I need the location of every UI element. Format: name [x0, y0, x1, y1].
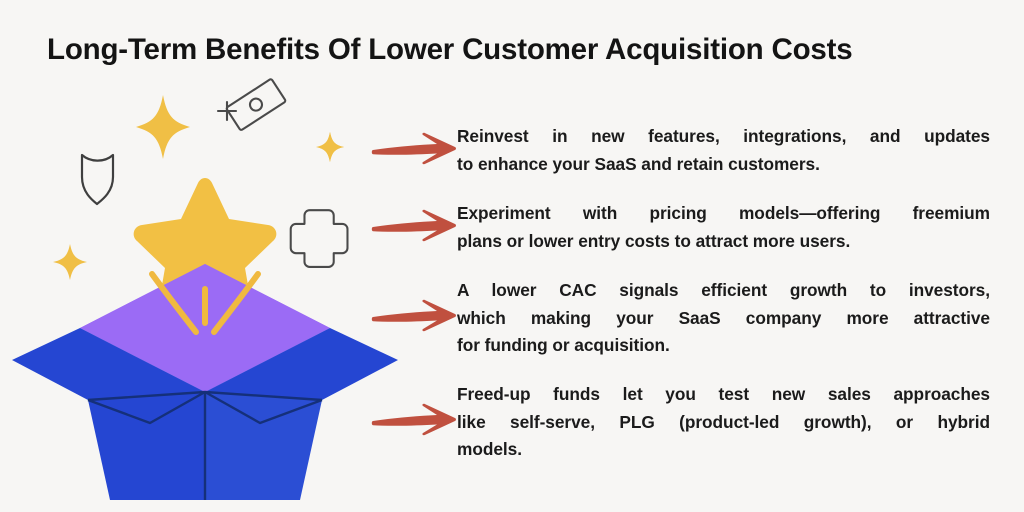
box-flaps — [12, 328, 398, 400]
benefit-line: like self-serve, PLG (product-led growth… — [457, 411, 990, 432]
box-body — [87, 390, 323, 500]
benefit-text-block: A lower CAC signals efficient growth to … — [457, 277, 990, 360]
benefit-line: Reinvest in new features, integrations, … — [457, 126, 990, 146]
benefit-line: to enhance your SaaS and retain customer… — [457, 153, 820, 174]
benefit-line: which making your SaaS company more attr… — [457, 307, 990, 328]
open-box-illustration — [0, 70, 400, 500]
cross-outline-icon — [289, 209, 349, 268]
arrow-right-icon — [371, 403, 457, 437]
benefit-line: Experiment with pricing models—offering … — [457, 203, 990, 223]
arrow-right-icon — [371, 209, 457, 243]
arrow-right-icon — [371, 132, 457, 166]
banknote-icon — [225, 78, 287, 131]
burst-lines — [149, 271, 261, 335]
arrow-right-icon — [371, 299, 457, 333]
benefit-line: A lower CAC signals efficient growth to … — [457, 280, 990, 300]
shield-icon — [80, 153, 115, 206]
benefit-text-block: Reinvest in new features, integrations, … — [457, 123, 990, 178]
sparkle-small-right-icon — [316, 132, 344, 162]
page-title: Long-Term Benefits Of Lower Customer Acq… — [47, 33, 853, 66]
benefit-text-block: Freed-up funds let you test new sales ap… — [457, 381, 990, 464]
benefit-line: for funding or acquisition. — [457, 335, 670, 355]
benefit-line: models. — [457, 439, 522, 459]
benefit-line: plans or lower entry costs to attract mo… — [457, 230, 851, 251]
benefit-text-block: Experiment with pricing models—offering … — [457, 200, 990, 255]
sparkle-large-icon — [136, 95, 190, 159]
sparkle-small-left-icon — [53, 244, 87, 280]
benefit-line: Freed-up funds let you test new sales ap… — [457, 384, 990, 404]
plus-mark-icon — [216, 100, 238, 122]
